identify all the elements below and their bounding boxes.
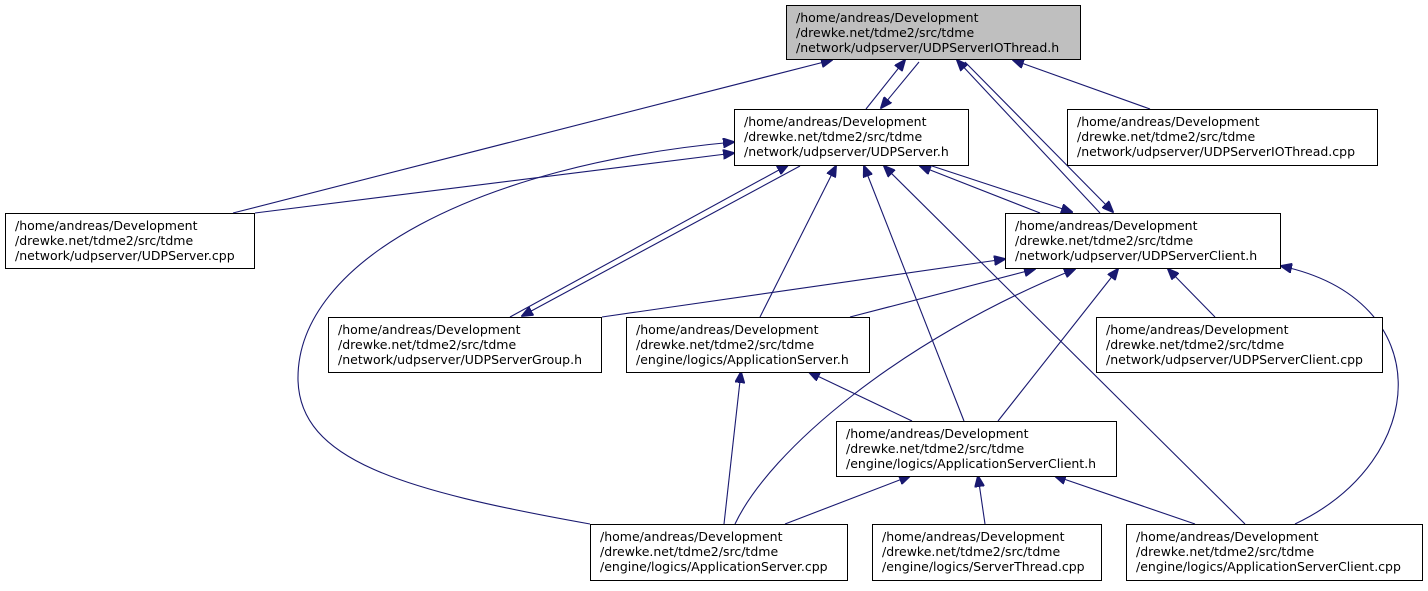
node-udpserveriothread-h: /home/andreas/Development /drewke.net/td… xyxy=(786,5,1081,60)
edge-iothread-h-to-udpserver-h xyxy=(881,61,920,108)
node-applicationserver-h[interactable]: /home/andreas/Development /drewke.net/td… xyxy=(626,317,870,373)
edge-appserverclient-h-to-udpserver-h xyxy=(864,166,965,422)
node-line-3: /network/udpserver/UDPServerGroup.h xyxy=(338,352,583,367)
node-udpserverclient-cpp[interactable]: /home/andreas/Development /drewke.net/td… xyxy=(1096,317,1383,373)
edge-iothread-h-to-udpserverclient-h xyxy=(964,61,1113,212)
node-line-1: /home/andreas/Development xyxy=(1106,322,1289,337)
edge-appserver-h-to-udpserver-h xyxy=(759,166,836,318)
node-line-1: /home/andreas/Development xyxy=(1015,218,1198,233)
node-line-3: /engine/logics/ApplicationServerClient.h xyxy=(846,456,1097,471)
node-line-2: /drewke.net/tdme2/src/tdme xyxy=(1077,129,1256,144)
edge-appserver-cpp-to-appserverclient-h xyxy=(784,476,910,525)
node-udpservergroup-h[interactable]: /home/andreas/Development /drewke.net/td… xyxy=(328,317,602,373)
node-line-3: /network/udpserver/UDPServer.h xyxy=(744,144,949,159)
node-line-1: /home/andreas/Development xyxy=(882,529,1065,544)
node-line-1: /home/andreas/Development xyxy=(796,10,979,25)
node-line-2: /drewke.net/tdme2/src/tdme xyxy=(1106,337,1285,352)
edge-iothread-cpp-to-iothread-h xyxy=(1013,60,1151,110)
edge-udpserver-cpp-to-iothread-h xyxy=(232,60,832,214)
edge-udpserver-h-to-udpserverclient-h xyxy=(931,165,1072,212)
node-line-2: /drewke.net/tdme2/src/tdme xyxy=(846,441,1025,456)
node-line-3: /engine/logics/ApplicationServer.cpp xyxy=(600,559,828,574)
edge-appserverclient-cpp-to-appserverclient-h xyxy=(1055,476,1196,525)
node-line-2: /drewke.net/tdme2/src/tdme xyxy=(796,25,975,40)
node-applicationserverclient-cpp[interactable]: /home/andreas/Development /drewke.net/td… xyxy=(1126,524,1423,581)
node-line-1: /home/andreas/Development xyxy=(1077,114,1260,129)
edge-appserver-h-to-udpserverclient-h xyxy=(849,269,1035,318)
edge-appserver-cpp-to-udpserver-h xyxy=(297,142,734,525)
node-line-1: /home/andreas/Development xyxy=(744,114,927,129)
node-line-2: /drewke.net/tdme2/src/tdme xyxy=(744,129,923,144)
edge-appserverclient-h-to-udpserverclient-h xyxy=(997,269,1118,422)
edge-udpservergroup-h-to-udpserverclient-h xyxy=(601,259,1005,318)
edge-udpserverclient-h-to-udpserver-h xyxy=(920,166,1041,214)
edge-appserver-cpp-to-appserver-h xyxy=(723,372,741,525)
node-line-1: /home/andreas/Development xyxy=(1136,529,1319,544)
node-applicationserverclient-h[interactable]: /home/andreas/Development /drewke.net/td… xyxy=(836,421,1117,477)
edge-appserverclient-cpp-to-udpserver-h xyxy=(884,166,1246,525)
edge-appserverclient-cpp-to-udpserverclient-h xyxy=(1281,266,1399,525)
node-line-3: /network/udpserver/UDPServerClient.cpp xyxy=(1106,352,1363,367)
node-line-2: /drewke.net/tdme2/src/tdme xyxy=(15,233,194,248)
node-udpserverclient-h[interactable]: /home/andreas/Development /drewke.net/td… xyxy=(1005,213,1281,269)
node-line-2: /drewke.net/tdme2/src/tdme xyxy=(338,337,517,352)
edge-udpservergroup-h-to-udpserver-h xyxy=(509,165,788,318)
node-serverthread-cpp[interactable]: /home/andreas/Development /drewke.net/td… xyxy=(872,524,1102,581)
node-line-3: /engine/logics/ApplicationServer.h xyxy=(636,352,849,367)
node-line-3: /network/udpserver/UDPServer.cpp xyxy=(15,248,235,263)
node-udpserver-h[interactable]: /home/andreas/Development /drewke.net/td… xyxy=(734,109,969,166)
node-udpserveriothread-cpp[interactable]: /home/andreas/Development /drewke.net/td… xyxy=(1067,109,1378,166)
node-line-3: /network/udpserver/UDPServerIOThread.h xyxy=(796,40,1060,55)
node-line-3: /engine/logics/ApplicationServerClient.c… xyxy=(1136,559,1401,574)
edge-serverthread-cpp-to-appserverclient-h xyxy=(978,476,986,525)
node-line-1: /home/andreas/Development xyxy=(15,218,198,233)
edge-appserver-cpp-to-udpserverclient-h xyxy=(734,269,1075,525)
node-line-3: /network/udpserver/UDPServerClient.h xyxy=(1015,248,1258,263)
node-udpserver-cpp[interactable]: /home/andreas/Development /drewke.net/td… xyxy=(5,213,255,269)
node-line-1: /home/andreas/Development xyxy=(846,426,1029,441)
node-line-1: /home/andreas/Development xyxy=(600,529,783,544)
node-line-2: /drewke.net/tdme2/src/tdme xyxy=(1136,544,1315,559)
node-applicationserver-cpp[interactable]: /home/andreas/Development /drewke.net/td… xyxy=(590,524,848,581)
node-line-3: /engine/logics/ServerThread.cpp xyxy=(882,559,1085,574)
edge-udpserverclient-cpp-to-udpserverclient-h xyxy=(1168,269,1216,318)
node-line-1: /home/andreas/Development xyxy=(636,322,819,337)
edge-udpserver-cpp-to-udpserver-h xyxy=(254,153,734,214)
edge-udpserver-h-to-udpservergroup-h xyxy=(522,165,801,316)
node-line-2: /drewke.net/tdme2/src/tdme xyxy=(1015,233,1194,248)
node-line-2: /drewke.net/tdme2/src/tdme xyxy=(636,337,815,352)
edge-udpserverclient-h-to-iothread-h xyxy=(957,60,1101,214)
node-line-3: /network/udpserver/UDPServerIOThread.cpp xyxy=(1077,144,1356,159)
node-line-2: /drewke.net/tdme2/src/tdme xyxy=(600,544,779,559)
edge-udpserver-h-to-iothread-h xyxy=(865,60,905,110)
node-line-2: /drewke.net/tdme2/src/tdme xyxy=(882,544,1061,559)
node-line-1: /home/andreas/Development xyxy=(338,322,521,337)
edge-appserverclient-h-to-appserver-h xyxy=(809,372,913,422)
